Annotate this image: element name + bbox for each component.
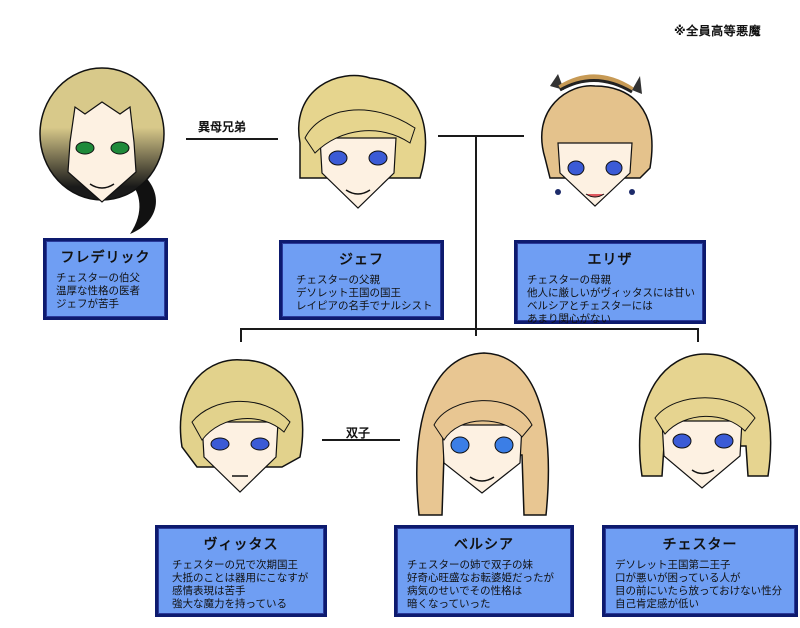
twins-label: 双子: [346, 426, 371, 440]
desc-frederick: チェスターの伯父 温厚な性格の医者 ジェフが苦手: [56, 272, 140, 310]
name-chester: チェスター: [662, 537, 738, 553]
card-eliza: エリザ チェスターの母親 他人に厳しいがヴィッタスには甘い ベルシアとチェスター…: [514, 240, 706, 325]
child-drop-chester: [697, 328, 699, 342]
half-brothers-label: 異母兄弟: [198, 120, 247, 134]
vittas-portrait: [179, 359, 304, 493]
half-brothers-line: [186, 138, 278, 140]
card-jeff: ジェフ チェスターの父親 デソレット王国の国王 レイピアの名手でナルシスト: [279, 240, 444, 320]
card-frederick: フレデリック チェスターの伯父 温厚な性格の医者 ジェフが苦手: [43, 238, 168, 320]
name-bersia: ベルシア: [454, 537, 514, 553]
desc-chester: デソレット王国第二王子 口が悪いが困っている人が 目の前にいたら放っておけない性…: [615, 559, 783, 610]
children-bar: [240, 328, 698, 330]
child-drop-vittas: [240, 328, 242, 342]
descent-line: [475, 136, 477, 336]
card-vittas: ヴィッタス チェスターの兄で次期国王 大抵のことは器用にこなすが 感情表現は苦手…: [155, 525, 327, 617]
chester-portrait: [638, 353, 772, 489]
desc-jeff: チェスターの父親 デソレット王国の国王 レイピアの名手でナルシスト: [296, 274, 433, 312]
twins-line: [322, 439, 400, 441]
all-high-demons-note: ※全員高等悪魔: [674, 24, 762, 38]
eliza-portrait: [541, 74, 653, 207]
bersia-portrait: [416, 352, 550, 516]
name-eliza: エリザ: [587, 252, 633, 268]
frederick-portrait: [39, 67, 165, 234]
name-frederick: フレデリック: [60, 250, 151, 266]
desc-eliza: チェスターの母親 他人に厳しいがヴィッタスには甘い ベルシアとチェスターには あ…: [527, 274, 695, 325]
desc-vittas: チェスターの兄で次期国王 大抵のことは器用にこなすが 感情表現は苦手 強大な魔力…: [172, 559, 309, 610]
marriage-line: [438, 135, 524, 137]
card-chester: チェスター デソレット王国第二王子 口が悪いが困っている人が 目の前にいたら放っ…: [602, 525, 798, 617]
desc-bersia: チェスターの姉で双子の妹 好奇心旺盛なお転婆姫だったが 病気のせいでその性格は …: [407, 559, 554, 610]
card-bersia: ベルシア チェスターの姉で双子の妹 好奇心旺盛なお転婆姫だったが 病気のせいでそ…: [394, 525, 574, 617]
jeff-portrait: [297, 74, 427, 209]
name-vittas: ヴィッタス: [203, 537, 279, 553]
name-jeff: ジェフ: [339, 252, 384, 268]
